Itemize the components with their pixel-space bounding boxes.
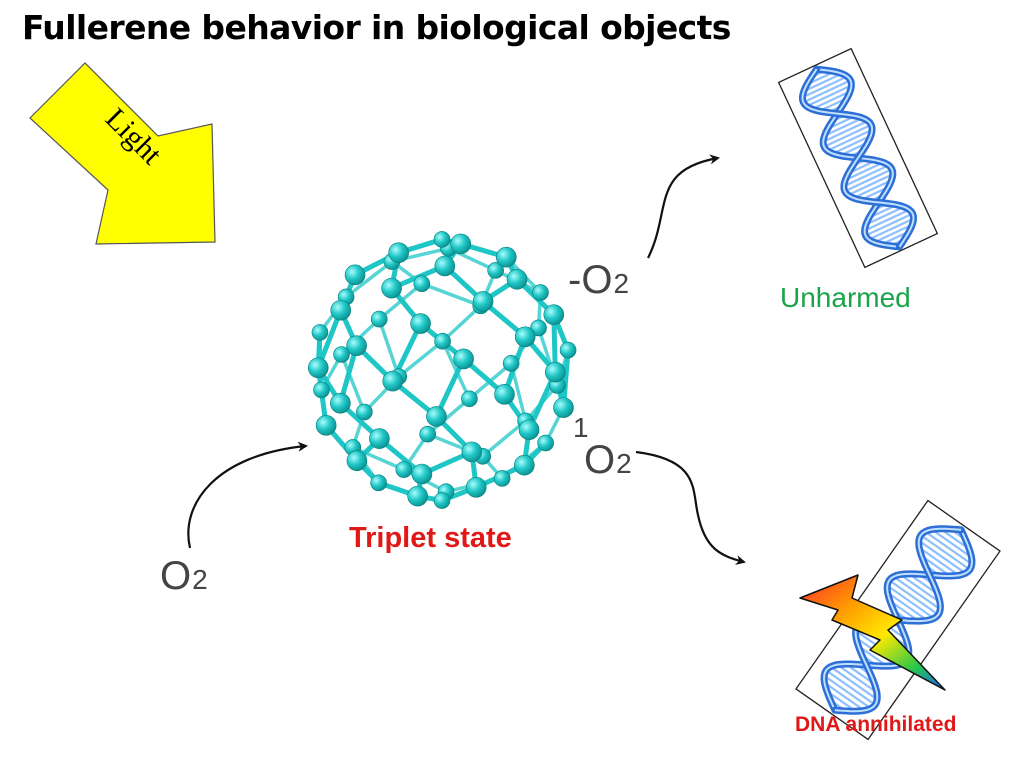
dna-annihilated-label: DNA annihilated [795,713,957,736]
light-arrow-icon: Light [29,62,216,245]
unharmed-arrow-icon [647,154,720,259]
lightning-bolt-icon [799,574,946,691]
o2-singlet-label: 1 O2 [573,412,632,482]
o2-input-label: O2 [160,554,208,598]
dna-unharmed-icon [777,47,939,269]
o2-singlet-main: O [584,438,615,482]
triplet-state-label: Triplet state [349,522,512,554]
o2-triplet-sub: 2 [613,268,629,299]
o2-input-main: O [160,554,191,598]
fullerene-molecule-icon [307,231,577,509]
o2-triplet-main: O [581,258,612,302]
unharmed-label: Unharmed [780,282,911,313]
o2-triplet-prefix: - [568,258,581,302]
o2-triplet-label: -O2 [568,258,629,302]
slide-title: Fullerene behavior in biological objects [22,8,731,47]
o2-input-sub: 2 [192,564,208,595]
input-arrow-icon [187,441,308,549]
damage-arrow-icon [635,450,746,565]
o2-singlet-sub: 2 [616,448,632,479]
o2-singlet-superscript: 1 [573,412,589,443]
